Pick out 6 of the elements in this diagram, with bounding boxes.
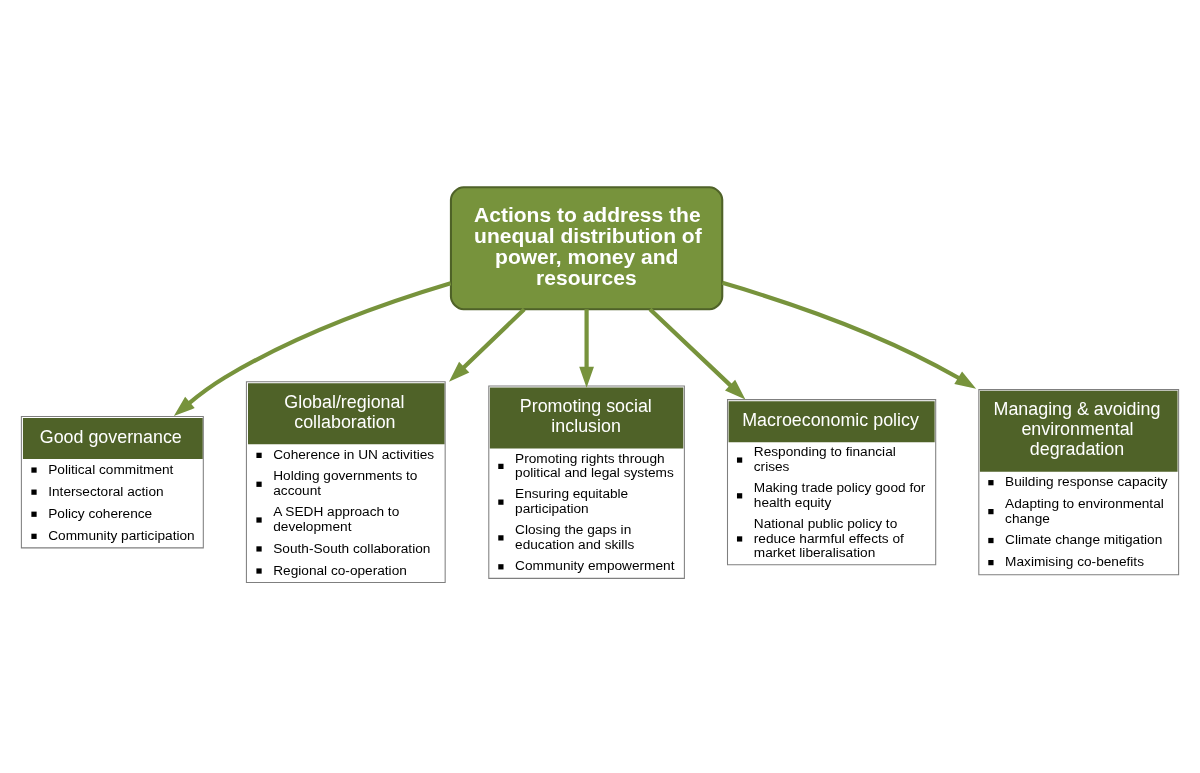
arrow — [721, 280, 977, 389]
arrow — [449, 307, 526, 382]
arrow — [648, 307, 746, 400]
arrow — [579, 308, 594, 388]
arrow — [173, 280, 452, 416]
node-box: Actions to address the unequal distribution of power, money and resources — [449, 185, 724, 310]
